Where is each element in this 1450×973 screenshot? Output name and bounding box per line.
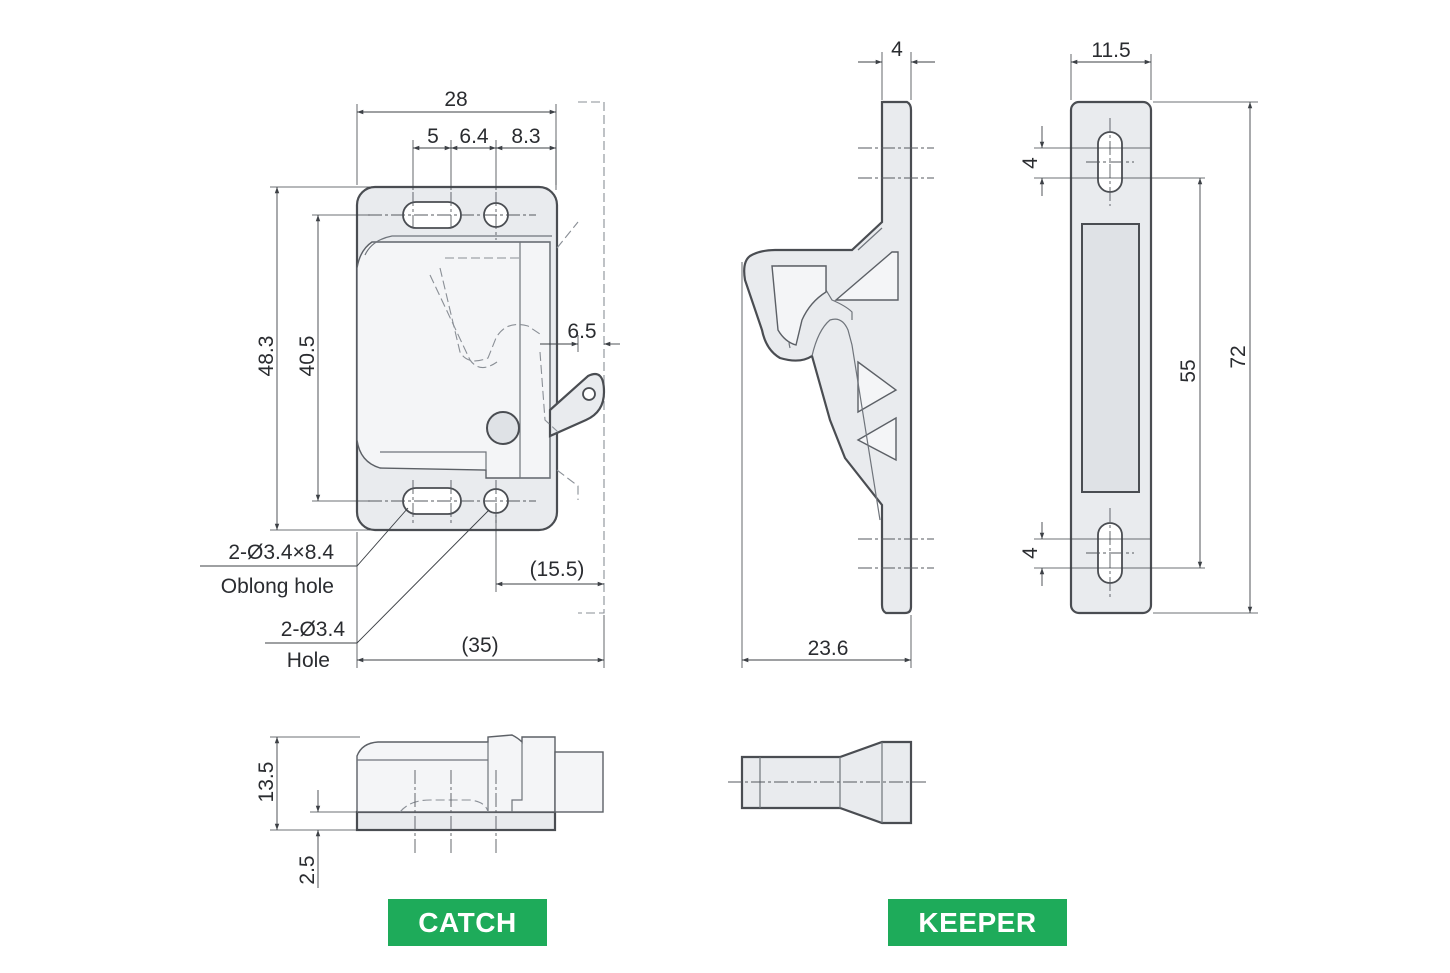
- dim-keeper-slot-bottom: 4: [1019, 547, 1042, 559]
- round-hole-spec: 2-Ø3.4: [281, 618, 346, 641]
- dim-catch-total-length: (35): [461, 634, 498, 657]
- keeper-label-text: KEEPER: [918, 906, 1037, 938]
- dim-keeper-depth: 23.6: [808, 637, 849, 660]
- dim-catch-height: 48.3: [255, 336, 278, 377]
- keeper-label-badge: KEEPER: [888, 899, 1067, 946]
- dim-hole-offset-6-4: 6.4: [459, 125, 489, 148]
- dim-base-thickness: 2.5: [296, 855, 319, 884]
- dim-hole-offset-8-3: 8.3: [511, 125, 540, 148]
- dim-keeper-slot-top: 4: [1019, 157, 1042, 169]
- dim-keeper-width: 11.5: [1091, 39, 1130, 62]
- round-hole-label: Hole: [287, 649, 330, 672]
- catch-label-text: CATCH: [418, 906, 517, 938]
- keeper-end-view: [728, 740, 928, 825]
- keeper-front-view: 11.5 4 4 55 72: [1019, 39, 1258, 615]
- catch-side-view: 13.5 2.5: [255, 734, 604, 888]
- catch-front-view: 28 5 6.4 8.3 48.3 40.5 6.5 (15.5): [200, 88, 620, 672]
- dim-keeper-hole-pitch: 55: [1177, 359, 1200, 382]
- dim-keeper-height: 72: [1227, 345, 1250, 368]
- oblong-hole-spec: 2-Ø3.4×8.4: [228, 541, 334, 564]
- dim-catch-side-height: 13.5: [255, 762, 278, 803]
- dim-latch-offset: 6.5: [567, 320, 596, 343]
- dim-keeper-plate-thickness: 4: [891, 38, 903, 61]
- keeper-side-view: 4 23.6: [741, 38, 935, 668]
- dim-hole-offset-5: 5: [427, 125, 439, 148]
- dim-catch-hole-pitch: 40.5: [296, 336, 319, 377]
- oblong-hole-label: Oblong hole: [221, 575, 334, 598]
- dim-catch-width: 28: [444, 88, 467, 111]
- dim-latch-reach: (15.5): [530, 558, 585, 581]
- catch-label-badge: CATCH: [388, 899, 547, 946]
